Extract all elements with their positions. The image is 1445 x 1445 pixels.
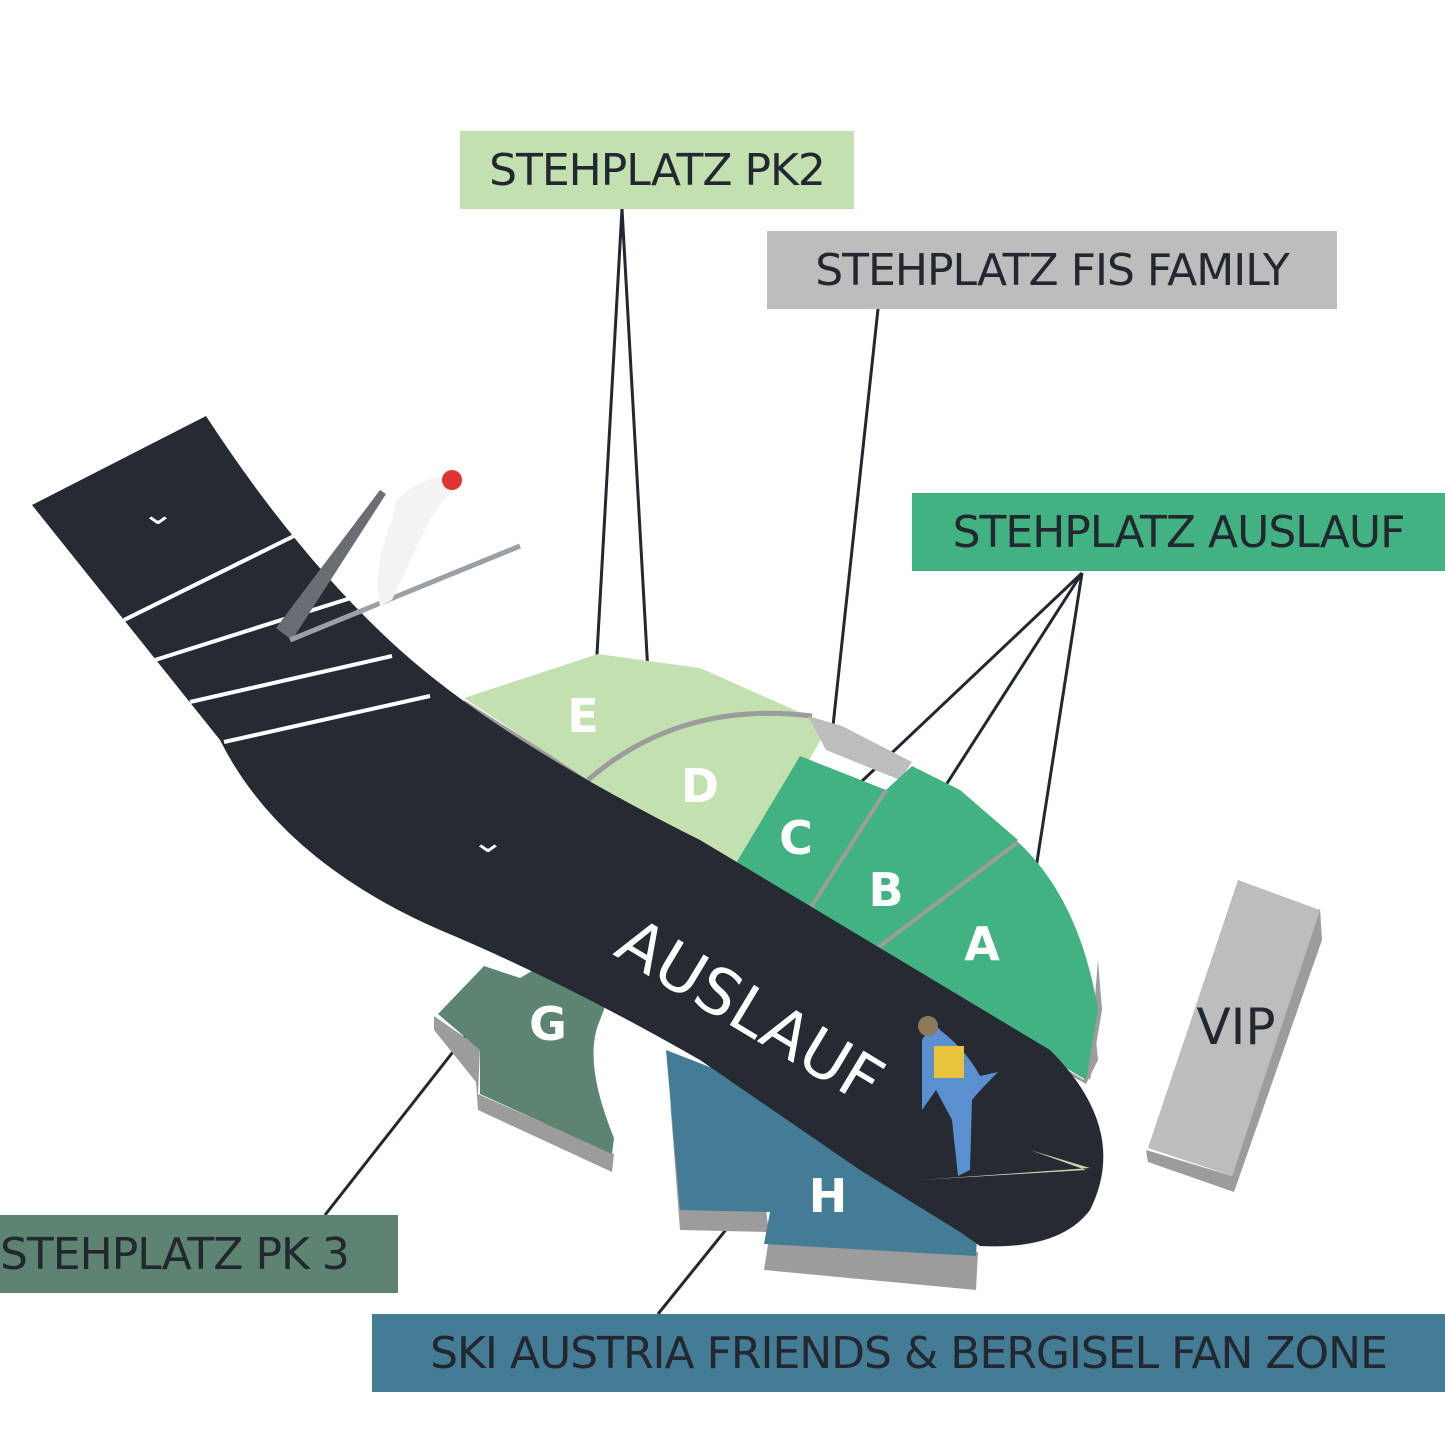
track-lines: [123, 532, 431, 744]
section-vip-label: VIP: [1196, 998, 1275, 1056]
section-auslauf[interactable]: [726, 756, 1098, 1080]
e-d-divider: [586, 710, 813, 782]
section-g-area[interactable]: [438, 964, 614, 1154]
track-arrow-top: ⌄: [140, 496, 175, 531]
label-ski-austria-fan-zone-text: SKI AUSTRIA FRIENDS & BERGISEL FAN ZONE: [430, 1327, 1388, 1379]
section-e-label: E: [567, 689, 598, 743]
section-b-area[interactable]: [808, 766, 1018, 952]
label-stehplatz-fis-family[interactable]: STEHPLATZ FIS FAMILY: [767, 231, 1337, 309]
section-h-area[interactable]: [666, 1050, 978, 1256]
pk2-area[interactable]: [464, 654, 808, 870]
label-stehplatz-fis-family-text: STEHPLATZ FIS FAMILY: [815, 244, 1289, 296]
section-c-area[interactable]: [726, 756, 886, 912]
section-vip[interactable]: [1148, 880, 1320, 1176]
label-stehplatz-pk2[interactable]: STEHPLATZ PK2: [460, 131, 854, 209]
section-h-label: H: [809, 1169, 848, 1223]
section-b-label: B: [868, 863, 903, 917]
section-g[interactable]: [434, 964, 614, 1172]
label-stehplatz-auslauf[interactable]: STEHPLATZ AUSLAUF: [912, 493, 1445, 571]
section-a-area[interactable]: [872, 842, 1098, 1080]
ski-jumper-landing: [918, 1016, 1090, 1180]
label-stehplatz-auslauf-text: STEHPLATZ AUSLAUF: [952, 506, 1406, 558]
label-stehplatz-pk3-text: STEHPLATZ PK 3: [0, 1228, 350, 1280]
track-arrow-bottom: ⌄: [470, 824, 505, 859]
label-stehplatz-pk3[interactable]: STEHPLATZ PK 3: [0, 1215, 398, 1293]
label-stehplatz-pk2-text: STEHPLATZ PK2: [489, 144, 826, 196]
label-ski-austria-fan-zone[interactable]: SKI AUSTRIA FRIENDS & BERGISEL FAN ZONE: [372, 1314, 1445, 1392]
section-h[interactable]: [666, 1050, 978, 1290]
section-g-label: G: [529, 997, 567, 1051]
section-a-label: A: [964, 917, 1000, 971]
section-fis-family[interactable]: [808, 716, 912, 780]
vip-area[interactable]: [1148, 880, 1320, 1176]
section-c-label: C: [779, 811, 813, 865]
section-d-label: D: [681, 759, 719, 813]
ski-jumper-flying: [276, 470, 521, 643]
